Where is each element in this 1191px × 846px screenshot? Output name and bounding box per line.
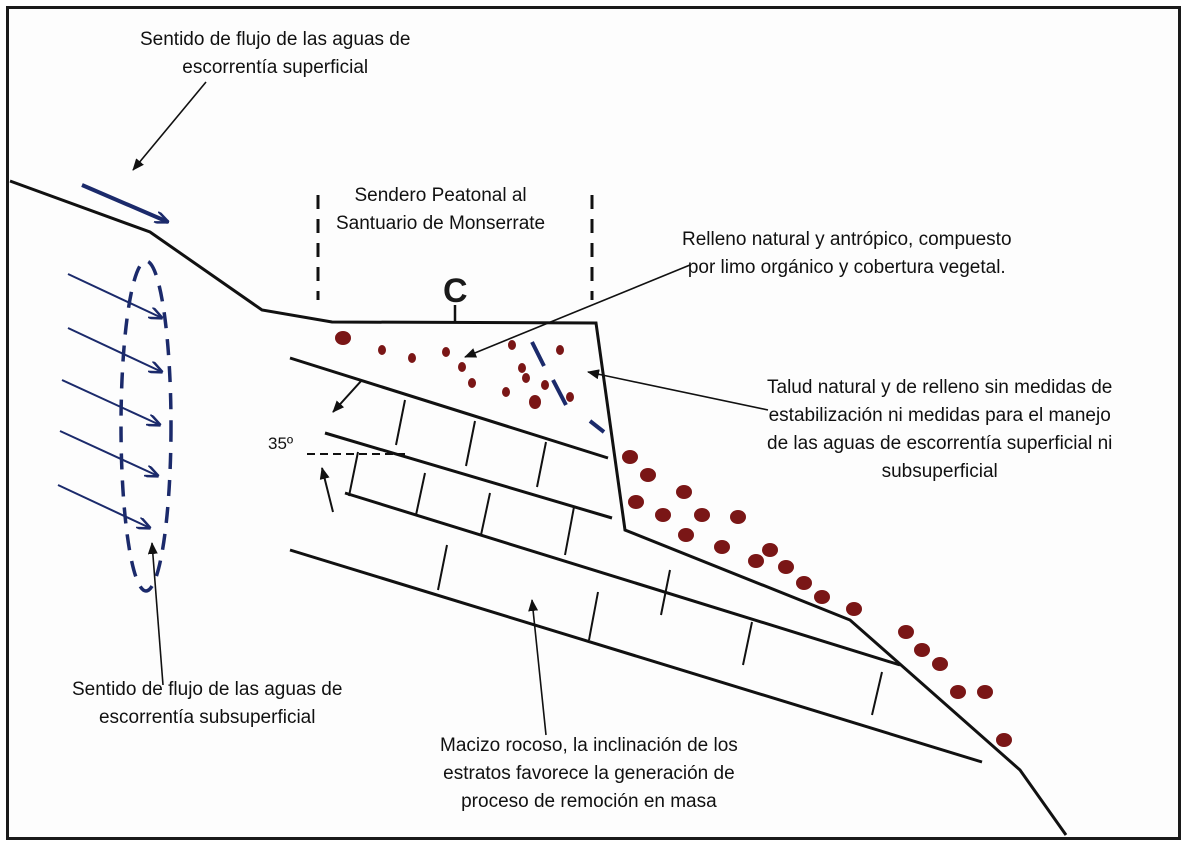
boulder xyxy=(977,685,993,699)
callout-arrow-rock xyxy=(528,599,547,736)
label-line: escorrentía superficial xyxy=(182,57,369,78)
seepage-dash xyxy=(588,419,606,434)
boulder xyxy=(678,528,694,542)
boulder xyxy=(556,345,564,355)
trail-symbol: C xyxy=(443,272,468,310)
label-line: por limo orgánico y cobertura vegetal. xyxy=(687,257,1006,278)
rock-joint xyxy=(480,492,491,536)
callout-arrow-slope xyxy=(587,369,769,411)
rock-joint xyxy=(415,472,426,516)
boulder xyxy=(529,395,541,409)
label-line: Sentido de flujo de las aguas de xyxy=(72,679,343,700)
label-fill-material: Relleno natural y antrópico, compuesto p… xyxy=(682,226,1012,282)
rock-joint xyxy=(465,420,476,467)
boulder xyxy=(846,602,862,616)
label-rock-mass: Macizo rocoso, la inclinación de los est… xyxy=(440,732,738,816)
boulder xyxy=(508,340,516,350)
boulder xyxy=(996,733,1012,747)
rock-joint xyxy=(660,569,671,616)
stratum-line xyxy=(289,548,983,764)
boulder xyxy=(914,643,930,657)
label-line: Relleno natural y antrópico, compuesto xyxy=(682,229,1012,250)
subsurface-flow-arrow xyxy=(67,327,162,372)
subsurface-flow-zone xyxy=(119,259,173,593)
stratum-line xyxy=(289,356,609,460)
boulder xyxy=(458,362,466,372)
surface-flow-arrow xyxy=(81,183,168,224)
label-line: Santuario de Monserrate xyxy=(336,213,546,234)
callout-arrow-surface-flow xyxy=(132,81,207,171)
boulder xyxy=(814,590,830,604)
label-surface-flow: Sentido de flujo de las aguas de escorre… xyxy=(140,26,410,82)
rock-joint xyxy=(536,441,547,488)
label-line: Sendero Peatonal al xyxy=(354,185,527,206)
rock-joint xyxy=(564,506,575,556)
rock-joint xyxy=(588,591,599,641)
boulder xyxy=(748,554,764,568)
boulder xyxy=(655,508,671,522)
rock-joint xyxy=(437,544,448,591)
stratum-line xyxy=(344,491,901,667)
water-flow-indicators xyxy=(57,183,606,593)
dip-arc-arrow-lower xyxy=(319,467,334,513)
dip-angle-label: 35º xyxy=(268,434,294,453)
dip-arc-arrow-upper xyxy=(332,379,363,413)
label-subsurface-flow: Sentido de flujo de las aguas de escorre… xyxy=(72,676,342,732)
label-line: Sentido de flujo de las aguas de xyxy=(140,29,411,50)
boulder xyxy=(335,331,351,345)
boulder xyxy=(932,657,948,671)
seepage-dash xyxy=(530,341,546,367)
rock-joints xyxy=(348,399,883,716)
boulder xyxy=(541,380,549,390)
boulder xyxy=(898,625,914,639)
fill-debris xyxy=(335,331,1012,747)
label-line: Macizo rocoso, la inclinación de los xyxy=(440,735,738,756)
boulder xyxy=(378,345,386,355)
boulder xyxy=(522,373,530,383)
stratum-line xyxy=(324,431,613,520)
boulder xyxy=(950,685,966,699)
boulder xyxy=(442,347,450,357)
boulder xyxy=(408,353,416,363)
label-line: estratos favorece la generación de xyxy=(443,763,735,784)
boulder xyxy=(628,495,644,509)
boulder xyxy=(502,387,510,397)
boulder xyxy=(714,540,730,554)
boulder xyxy=(622,450,638,464)
subsurface-flow-arrow xyxy=(61,379,160,425)
subsurface-flow-arrow xyxy=(57,484,150,528)
rock-joint xyxy=(742,621,753,666)
boulder xyxy=(778,560,794,574)
rock-joint xyxy=(395,399,406,446)
rock-joint xyxy=(348,451,359,497)
label-line: proceso de remoción en masa xyxy=(461,791,717,812)
label-line: estabilización ni medidas para el manejo xyxy=(768,405,1111,426)
boulder xyxy=(640,468,656,482)
boulder xyxy=(676,485,692,499)
ground-surface-line xyxy=(9,179,1068,836)
label-line: escorrentía subsuperficial xyxy=(98,707,316,728)
subsurface-flow-arrow xyxy=(59,430,158,476)
label-slope: Talud natural y de relleno sin medidas d… xyxy=(767,374,1112,486)
callout-arrow-fill xyxy=(464,264,691,358)
callout-arrow-subsurface xyxy=(147,542,164,686)
label-trail: Sendero Peatonal al Santuario de Monserr… xyxy=(336,182,545,238)
label-line: de las aguas de escorrentía superficial … xyxy=(767,433,1113,454)
seepage-dash xyxy=(551,379,568,406)
label-line: Talud natural y de relleno sin medidas d… xyxy=(767,377,1113,398)
boulder xyxy=(518,363,526,373)
boulder xyxy=(694,508,710,522)
subsurface-flow-arrow xyxy=(67,273,162,318)
boulder xyxy=(468,378,476,388)
rock-joint xyxy=(871,671,883,716)
boulder xyxy=(796,576,812,590)
boulder xyxy=(566,392,574,402)
strata-lines xyxy=(289,356,983,764)
callout-arrows xyxy=(132,81,769,736)
label-line: subsuperficial xyxy=(881,461,998,482)
boulder xyxy=(762,543,778,557)
boulder xyxy=(730,510,746,524)
